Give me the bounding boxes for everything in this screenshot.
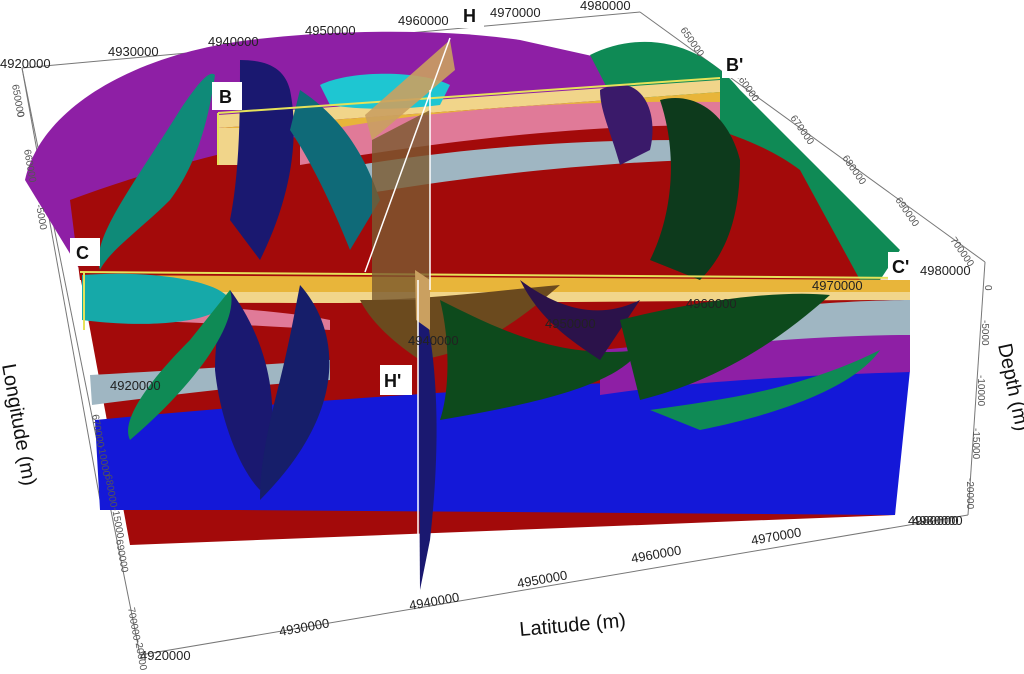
- top-lat-tick: 4960000: [398, 13, 449, 28]
- bottom-lat-tick: 4940000: [408, 589, 460, 613]
- depth-tick: -15000: [970, 428, 981, 460]
- section-label-c: C: [70, 238, 100, 266]
- front-section-tick: 4970000: [812, 278, 863, 293]
- left-depth-ticks: 0 -5000 -10000 -15000 -20000: [14, 111, 148, 672]
- left-long-tick: 670000: [89, 414, 106, 449]
- svg-text:C: C: [76, 243, 89, 263]
- latitude-axis-title: Latitude (m): [519, 610, 627, 641]
- svg-text:H: H: [463, 6, 476, 26]
- front-section-tick: 4920000: [110, 378, 161, 393]
- section-hh-panel: [364, 37, 455, 590]
- depth-axis-title: Depth (m): [993, 341, 1024, 433]
- front-left-cyan-dome: [82, 273, 230, 324]
- section-label-b-prime: B': [722, 50, 754, 78]
- svg-text:H': H': [384, 371, 401, 391]
- section-label-c-prime: C': [888, 252, 920, 280]
- section-label-h: H: [458, 2, 484, 28]
- svg-text:B: B: [219, 87, 232, 107]
- front-section-ticks: 4920000 4940000 4950000 4960000 4970000 …: [110, 263, 971, 393]
- top-lat-tick: 4970000: [490, 5, 541, 20]
- left-depth-tick: -10000: [95, 445, 111, 478]
- front-section-tick: 4980000: [920, 263, 971, 278]
- bottom-lat-tick: 4980000: [908, 513, 959, 528]
- left-long-tick: 690000: [113, 539, 130, 574]
- longitude-axis-title: Longitude (m): [0, 362, 40, 487]
- front-section-tick: 4940000: [408, 333, 459, 348]
- depth-tick: -10000: [975, 375, 986, 407]
- left-depth-tick: -5000: [33, 204, 48, 232]
- top-lat-tick: 4940000: [208, 34, 259, 49]
- depth-tick: -5000: [979, 320, 990, 346]
- top-lat-tick: 4920000: [0, 56, 51, 71]
- section-outlines: [79, 77, 913, 330]
- front-section-tick: 4960000: [686, 296, 737, 311]
- bottom-lat-tick: 4920000: [140, 648, 191, 663]
- right-bottom-tick: 4980000: [912, 513, 963, 528]
- left-depth-tick: 0: [14, 111, 26, 119]
- left-depth-tick: -20000: [132, 639, 148, 672]
- top-lat-tick: 4950000: [305, 23, 356, 38]
- front-section-tick: 4950000: [545, 316, 596, 331]
- bottom-lat-tick: 4930000: [278, 615, 330, 639]
- top-latitude-ticks: 4920000 4930000 4940000 4950000 4960000 …: [0, 0, 631, 71]
- left-depth-tick: -15000: [109, 507, 125, 540]
- svg-text:B': B': [726, 55, 743, 75]
- top-lat-tick: 4930000: [108, 44, 159, 59]
- top-lat-tick: 4980000: [580, 0, 631, 13]
- depth-tick: -20000: [964, 478, 975, 510]
- depth-tick: 0: [982, 285, 993, 291]
- right-long-tick: 680000: [840, 153, 868, 187]
- svg-text:C': C': [892, 257, 909, 277]
- bottom-lat-tick: 4960000: [630, 542, 682, 566]
- front-gold-layer: [82, 275, 910, 292]
- section-label-b: B: [212, 82, 242, 110]
- section-label-h-prime: H': [380, 365, 412, 395]
- left-long-tick: 700000: [125, 607, 142, 642]
- fault-surfaces: [98, 60, 880, 590]
- depth-ticks: 0 -5000 -10000 -15000 -20000: [964, 285, 993, 510]
